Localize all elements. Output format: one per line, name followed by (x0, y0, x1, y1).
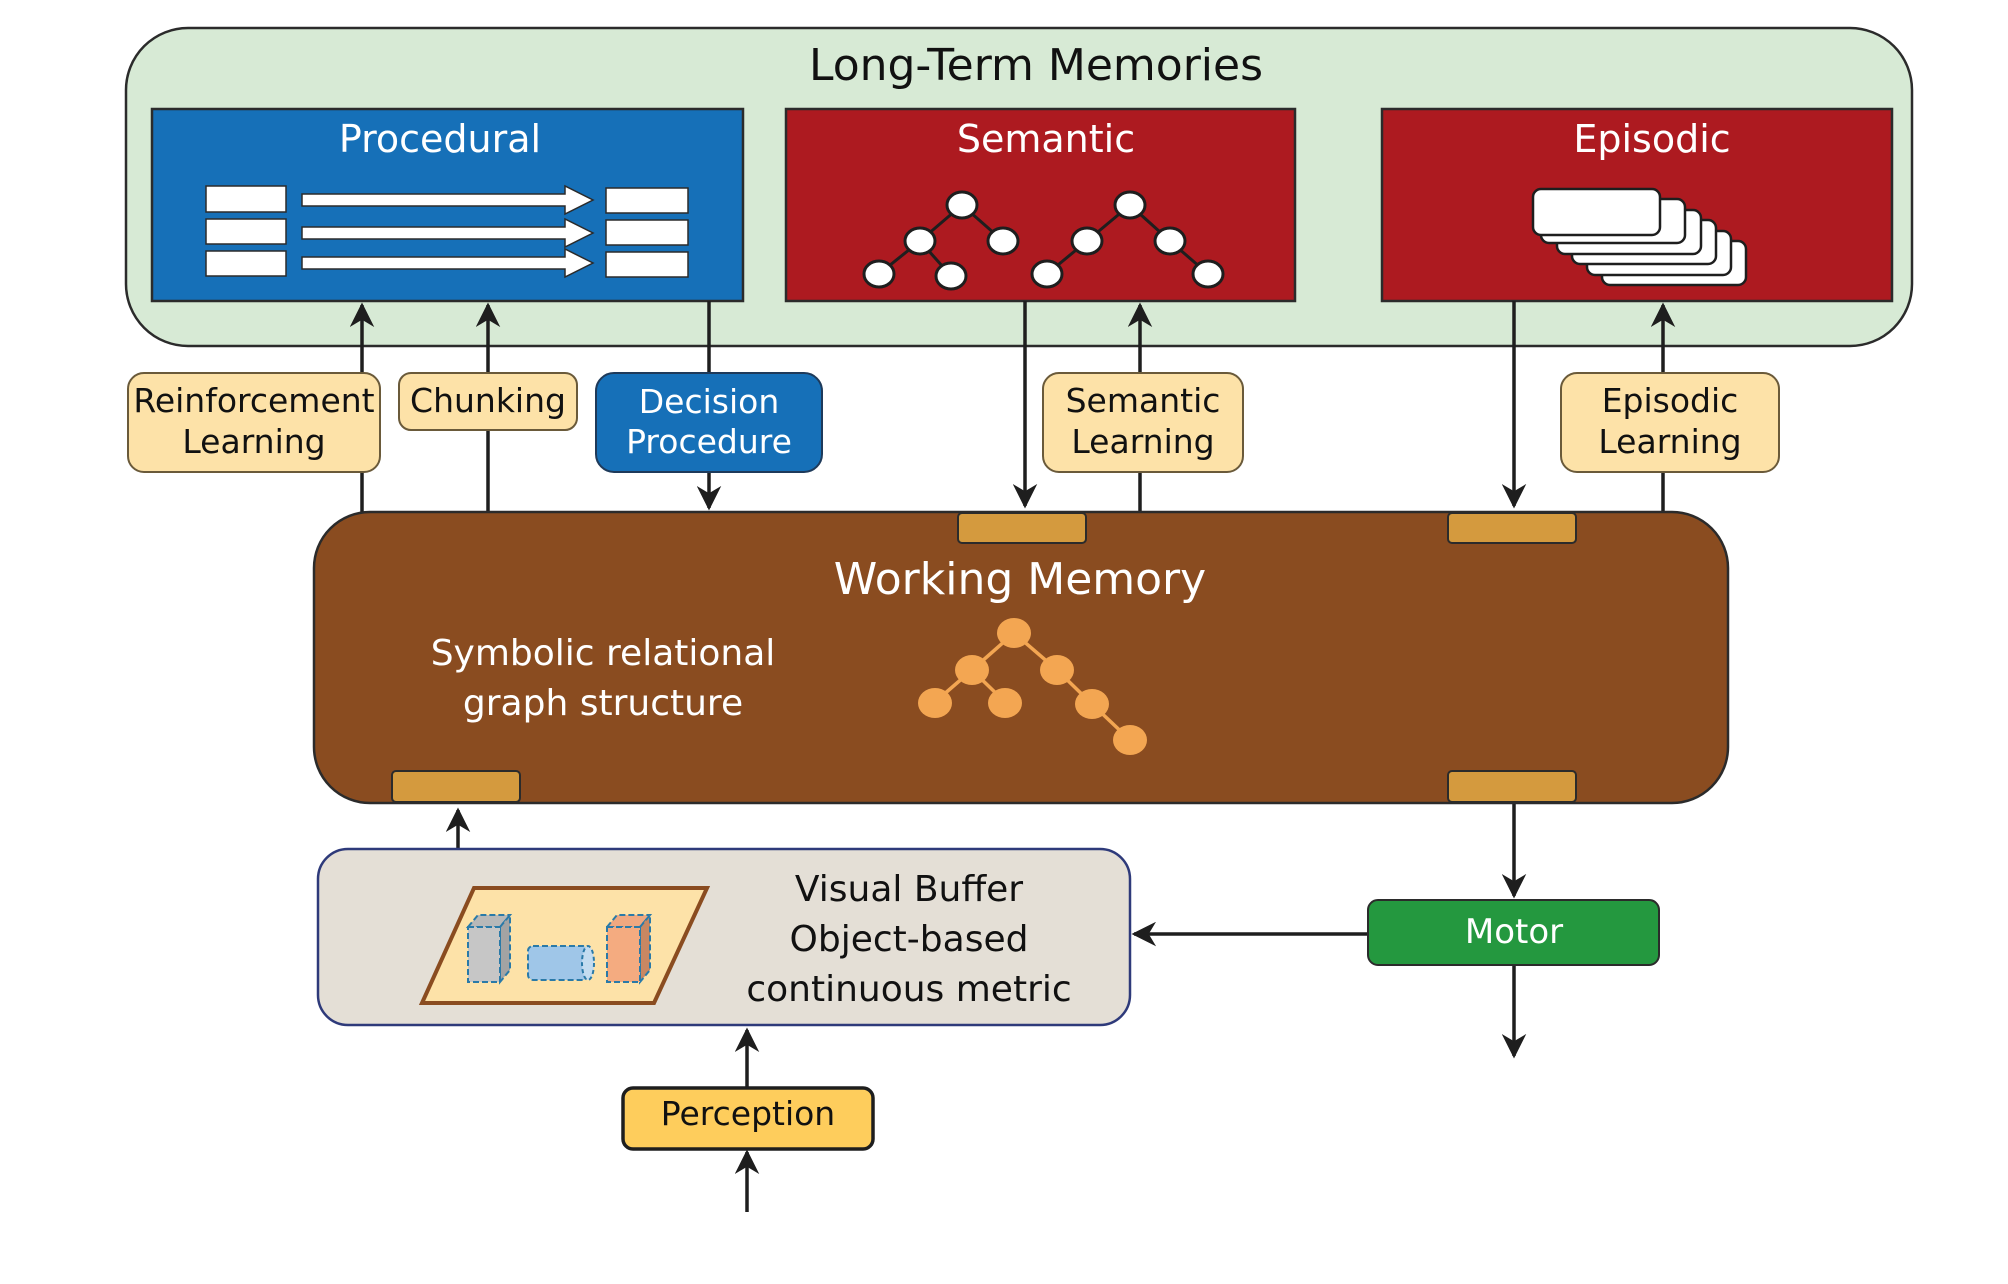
semantic-memory[interactable]: Semantic (784, 107, 1297, 303)
chunking-label: Chunking (410, 381, 566, 420)
motor-box[interactable]: Motor (1367, 899, 1660, 966)
decision-procedure-line1: Decision (639, 382, 780, 421)
production-rules-icon (205, 184, 689, 279)
reinforcement-learning-line1: Reinforcement (133, 381, 374, 420)
procedural-label: Procedural (339, 117, 541, 161)
reinforcement-learning-box[interactable]: Reinforcement Learning (127, 372, 381, 473)
semantic-buffer-port (957, 512, 1087, 544)
episodic-learning-line2: Learning (1598, 422, 1741, 461)
semantic-learning-line2: Learning (1071, 422, 1214, 461)
semantic-learning-box[interactable]: Semantic Learning (1042, 372, 1244, 473)
visual-buffer[interactable]: Visual Buffer Object-based continuous me… (316, 847, 1132, 1027)
motor-label: Motor (1465, 912, 1563, 952)
perception-label: Perception (661, 1094, 835, 1133)
visual-buffer-title: Visual Buffer (795, 869, 1023, 910)
chunking-box[interactable]: Chunking (398, 372, 578, 431)
working-memory-graph-icon (918, 618, 1147, 755)
working-memory-subtitle-line2: graph structure (463, 683, 743, 724)
reinforcement-learning-line2: Learning (182, 422, 325, 461)
episodic-learning-line1: Episodic (1602, 381, 1739, 420)
connectors (349, 301, 1676, 1212)
visual-buffer-line3: continuous metric (746, 969, 1071, 1010)
decision-procedure-line2: Procedure (626, 422, 792, 461)
visual-buffer-line2: Object-based (790, 919, 1029, 960)
working-memory-subtitle-line1: Symbolic relational (431, 633, 776, 674)
episodic-memory[interactable]: Episodic (1380, 107, 1894, 303)
semantic-label: Semantic (957, 117, 1135, 161)
working-memory[interactable]: Working Memory Symbolic relational graph… (312, 510, 1730, 805)
episode-stack-icon (1531, 187, 1748, 287)
episodic-label: Episodic (1573, 117, 1730, 161)
motor-buffer-port (1447, 770, 1577, 803)
long-term-memories-title: Long-Term Memories (809, 40, 1263, 91)
procedural-memory[interactable]: Procedural (150, 107, 745, 303)
episodic-learning-box[interactable]: Episodic Learning (1560, 372, 1780, 473)
decision-procedure-box[interactable]: Decision Procedure (595, 372, 823, 473)
episodic-buffer-port (1447, 512, 1577, 544)
semantic-learning-line1: Semantic (1066, 381, 1221, 420)
perception-box[interactable]: Perception (621, 1086, 875, 1151)
working-memory-title: Working Memory (834, 554, 1206, 605)
semantic-graph-icon (862, 190, 1225, 291)
visual-scene-icon (418, 886, 711, 1005)
visual-buffer-port (391, 770, 521, 803)
